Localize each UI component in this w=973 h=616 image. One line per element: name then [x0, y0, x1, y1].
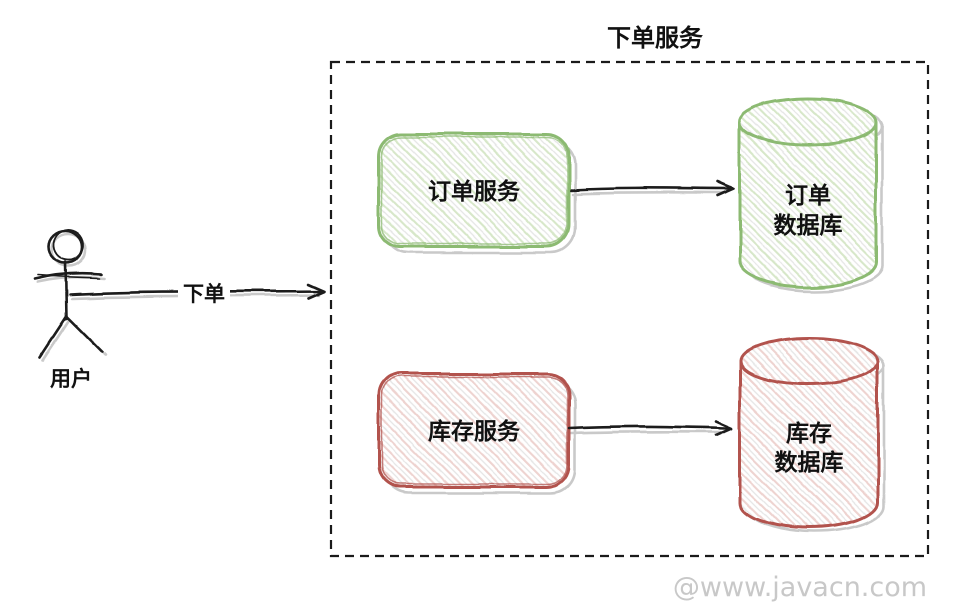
- inventory-service-label: 库存服务: [428, 418, 521, 445]
- order-service-box: [377, 132, 571, 249]
- inventory-service-box: [377, 372, 571, 489]
- order-service-to-db-arrow: [569, 180, 736, 198]
- inventory-arrow-shadow: [569, 430, 726, 435]
- text-layer: 下单服务 下单 用户 订单服务 订单 数据库 库存服务 库存 数据库 @www.…: [50, 24, 927, 603]
- arrowhead: [306, 282, 326, 300]
- actor-arms: [33, 271, 103, 281]
- actor-figure: [33, 229, 105, 359]
- actor-label: 用户: [50, 367, 92, 391]
- order-db-label-line1: 订单: [785, 183, 831, 209]
- arrowhead: [714, 419, 734, 437]
- arrowhead: [716, 180, 736, 198]
- inventory-service-to-db-arrow: [567, 419, 734, 437]
- boundary-box: [329, 60, 930, 558]
- arrow-label-backing: [178, 278, 230, 306]
- actor-body: [64, 260, 69, 320]
- user-arrow-label: 下单: [183, 282, 225, 306]
- inventory-db-label-line2: 数据库: [775, 450, 844, 476]
- actor-left-leg: [38, 314, 69, 359]
- order-db-cylinder: [738, 97, 878, 289]
- watermark: @www.javacn.com: [673, 572, 927, 603]
- order-service-label: 订单服务: [428, 179, 521, 205]
- actor-right-leg: [65, 314, 105, 354]
- inventory-db-cylinder: [738, 336, 880, 530]
- inventory-db-label-line1: 库存: [786, 420, 832, 447]
- ink-layer: [33, 180, 736, 437]
- sketch-layer: [33, 97, 886, 534]
- order-db-label-line2: 数据库: [774, 213, 843, 239]
- order-arrow-shadow: [571, 191, 728, 196]
- boundary-title: 下单服务: [607, 24, 704, 52]
